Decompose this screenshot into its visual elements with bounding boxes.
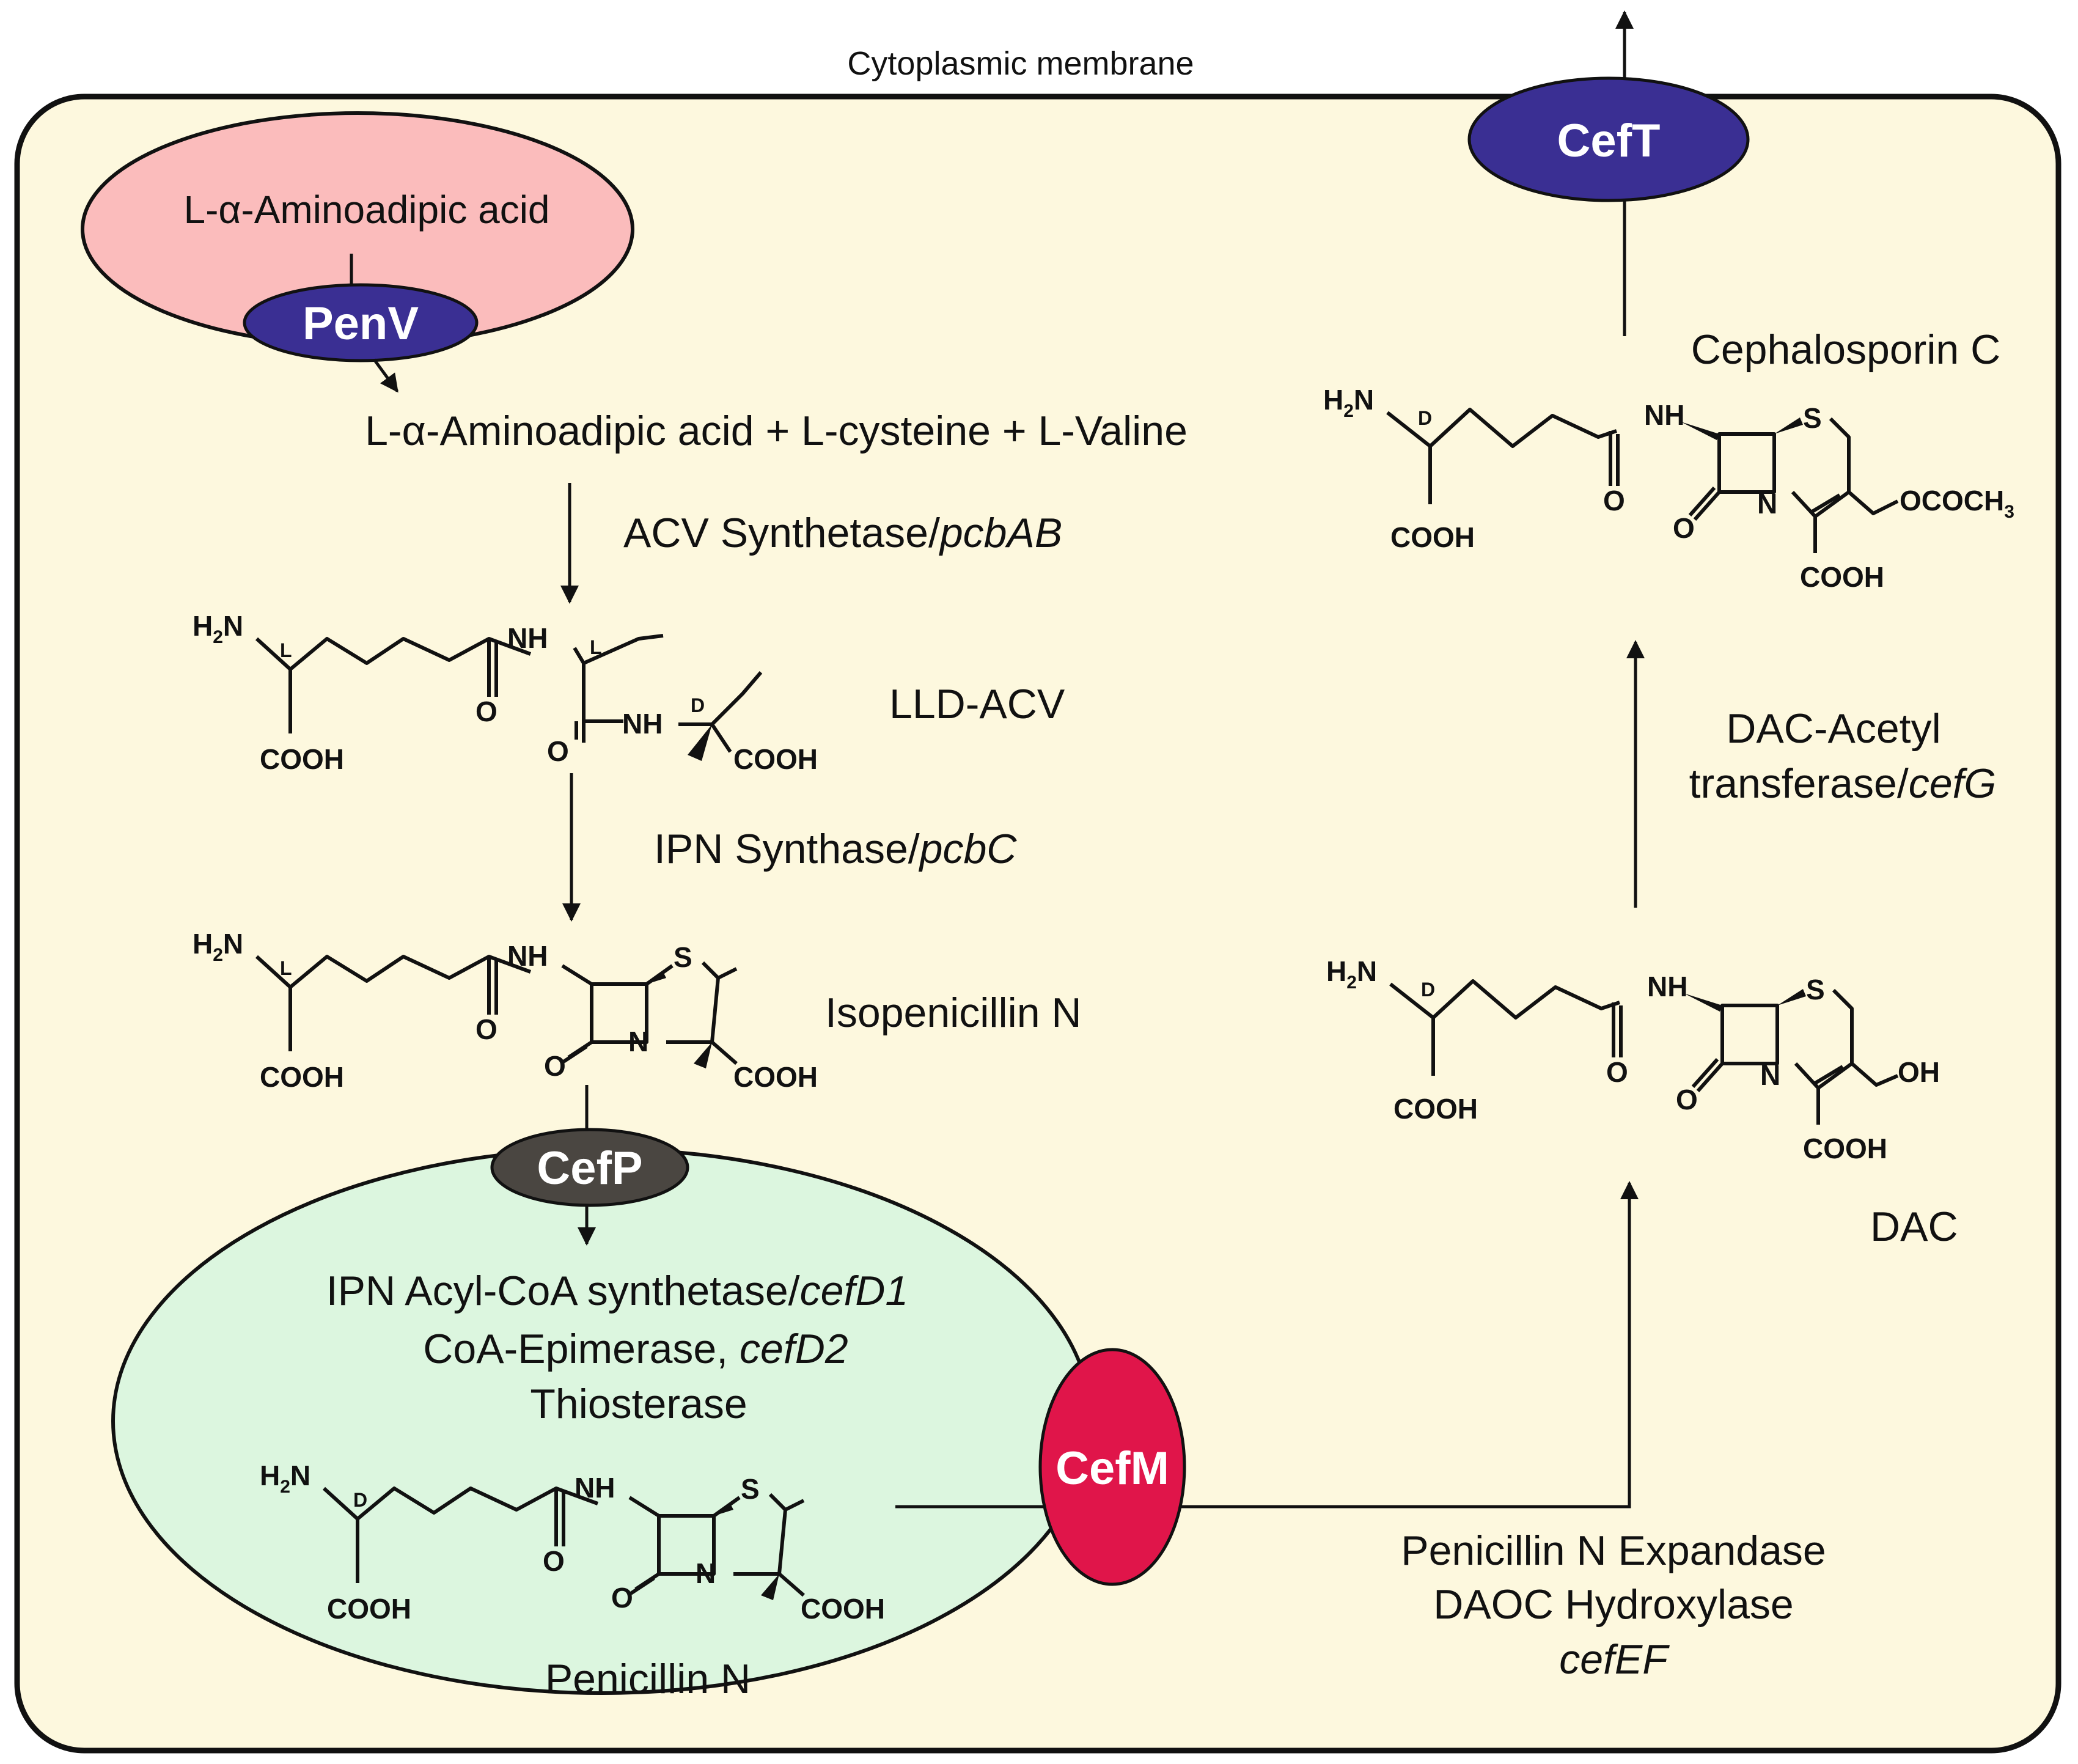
svg-text:OCOCH3: OCOCH3 [1900,485,2014,522]
hydroxylase-label: DAOC Hydroxylase [1433,1581,1794,1628]
expandase-gene-label: cefEF [1559,1636,1670,1683]
svg-text:NH: NH [1647,971,1687,1002]
svg-text:D: D [1421,979,1435,1001]
penv-label: PenV [303,298,419,350]
svg-text:COOH: COOH [801,1593,885,1625]
membrane-label: Cytoplasmic membrane [847,45,1194,82]
svg-text:O: O [1673,512,1695,544]
svg-text:COOH: COOH [733,743,818,775]
cefm-label: CefM [1056,1442,1169,1494]
ceft-transporter [1467,76,1750,202]
svg-text:S: S [1803,402,1822,434]
penicillin-n-label: Penicillin N [545,1656,751,1702]
svg-text:S: S [1806,974,1825,1005]
svg-text:L: L [280,957,292,979]
penv-arrow [372,358,399,393]
svg-text:N: N [628,1026,648,1057]
svg-text:COOH: COOH [327,1593,411,1625]
acv-enzyme-label: ACV Synthetase/pcbAB [623,510,1062,556]
penv-transporter [243,283,479,362]
svg-text:O: O [543,1545,565,1577]
svg-text:D: D [353,1489,367,1511]
svg-text:D: D [1418,407,1432,429]
svg-text:NH: NH [622,708,663,740]
svg-text:O: O [1676,1084,1698,1115]
svg-text:COOH: COOH [733,1061,818,1093]
cefp-transporter [490,1128,689,1207]
svg-text:O: O [547,735,569,767]
dac-label: DAC [1870,1204,1958,1250]
penicillin-n-structure: D NH O O N S COOH COOH [260,1460,885,1625]
ipn-label: Isopenicillin N [825,990,1082,1036]
ceft-label: CefT [1557,115,1661,167]
svg-text:COOH: COOH [1800,561,1884,593]
cefm-transporter [1038,1348,1186,1586]
cephalosporin-c-label: Cephalosporin C [1691,326,2001,373]
svg-text:D: D [691,694,705,716]
cephalosporin-c-structure: D NH O O N S OCOCH3 COOH COOH [1323,384,2014,593]
ipn-structure: L NH O O N S COOH COOH [193,928,818,1093]
expandase-label: Penicillin N Expandase [1401,1527,1826,1574]
svg-text:O: O [1603,485,1625,516]
acyl-coa-synthetase-label: IPN Acyl-CoA synthetase/cefD1 [326,1268,908,1314]
svg-text:O: O [475,696,497,727]
svg-text:COOH: COOH [260,743,344,775]
acetyltransferase-label-2: transferase/cefG [1689,760,1997,807]
substrate-pool-label: L-α-Aminoadipic acid [183,188,549,232]
svg-text:COOH: COOH [1803,1133,1887,1164]
acv-label: LLD-ACV [889,681,1065,727]
svg-text:S: S [741,1473,760,1505]
svg-text:NH: NH [507,940,548,972]
svg-text:O: O [611,1582,633,1614]
svg-text:NH: NH [1644,399,1684,431]
svg-text:COOH: COOH [1390,521,1475,553]
svg-text:N: N [696,1557,716,1589]
svg-text:S: S [674,941,692,973]
svg-text:O: O [544,1050,566,1082]
svg-text:N: N [1757,488,1777,520]
svg-text:NH: NH [507,622,548,654]
svg-text:L: L [280,639,292,661]
svg-text:COOH: COOH [1393,1093,1478,1125]
svg-text:O: O [475,1013,497,1045]
precursors-label: L-α-Aminoadipic acid + L-cysteine + L-Va… [365,408,1188,454]
cefp-label: CefP [537,1142,642,1194]
svg-text:L: L [590,636,602,658]
acv-structure: L L D NH O O NH COOH COOH [193,610,818,775]
svg-text:OH: OH [1898,1056,1940,1088]
dac-structure: D NH O O N S OH COOH COOH [1326,955,1940,1164]
svg-text:NH: NH [575,1472,615,1504]
svg-text:N: N [1760,1059,1780,1091]
epimerase-label: CoA-Epimerase, cefD2 [423,1326,848,1372]
acetyltransferase-label-1: DAC-Acetyl [1726,705,1940,752]
svg-text:COOH: COOH [260,1061,344,1093]
ipn-enzyme-label: IPN Synthase/pcbC [654,826,1017,872]
thioesterase-label: Thiosterase [530,1381,747,1427]
svg-text:O: O [1606,1056,1628,1088]
